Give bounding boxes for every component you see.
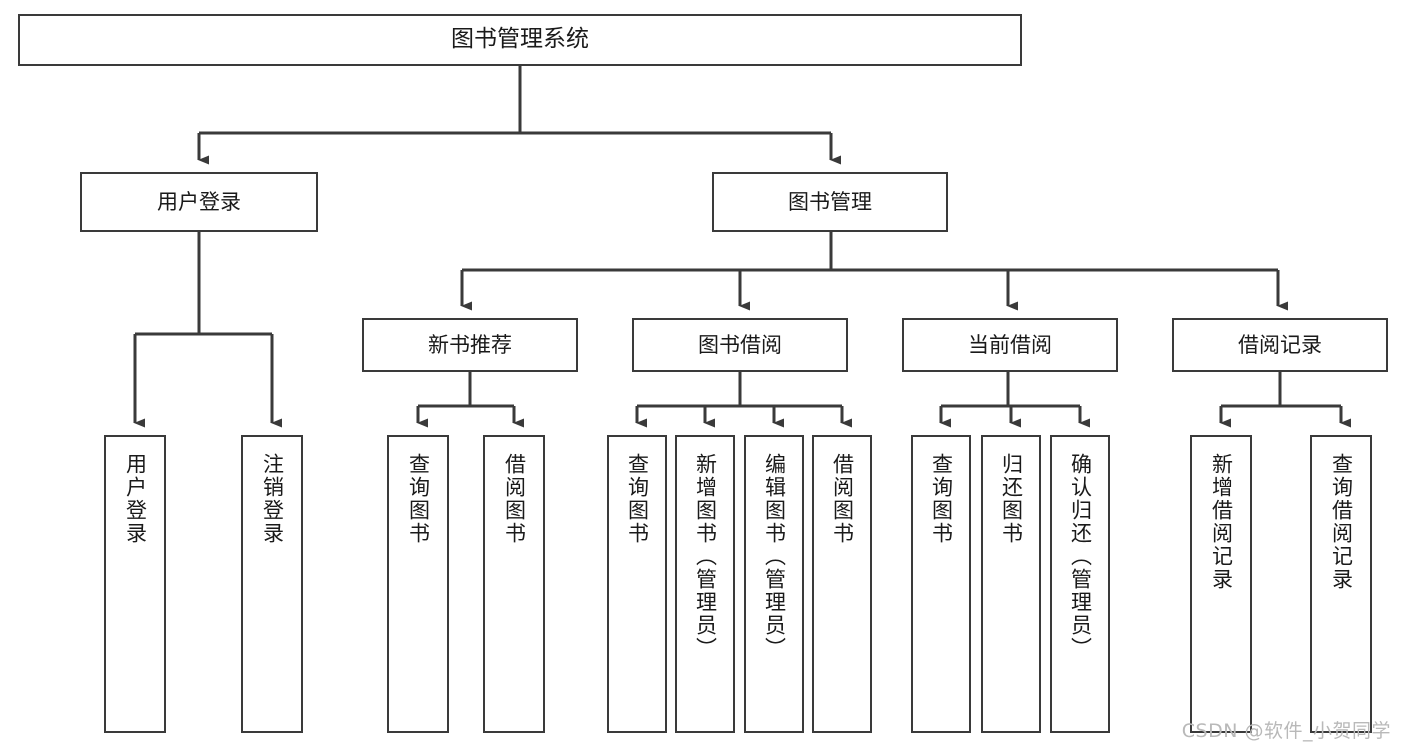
node-label: 查询图书 <box>406 453 431 545</box>
leaf-user-login[interactable]: 用户登录 <box>104 435 166 733</box>
node-label: 用户登录 <box>157 189 241 214</box>
node-label: 编辑图书（管理员） <box>762 453 787 660</box>
node-label: 确认归还（管理员） <box>1068 453 1093 660</box>
node-label: 查询借阅记录 <box>1329 453 1354 591</box>
node-label: 查询图书 <box>625 453 650 545</box>
node-book-borrow[interactable]: 图书借阅 <box>632 318 848 372</box>
node-label: 图书管理系统 <box>451 26 589 53</box>
node-new-book-recommend[interactable]: 新书推荐 <box>362 318 578 372</box>
node-label: 借阅图书 <box>830 453 855 545</box>
leaf-current-query-book[interactable]: 查询图书 <box>911 435 971 733</box>
leaf-new-book-query[interactable]: 查询图书 <box>387 435 449 733</box>
node-user-login[interactable]: 用户登录 <box>80 172 318 232</box>
node-label: 归还图书 <box>999 453 1024 545</box>
node-label: 当前借阅 <box>968 332 1052 357</box>
node-label: 用户登录 <box>123 453 148 545</box>
node-label: 图书管理 <box>788 189 872 214</box>
node-book-management[interactable]: 图书管理 <box>712 172 948 232</box>
node-label: 图书借阅 <box>698 332 782 357</box>
node-root-system[interactable]: 图书管理系统 <box>18 14 1022 66</box>
leaf-record-add[interactable]: 新增借阅记录 <box>1190 435 1252 733</box>
leaf-user-logout[interactable]: 注销登录 <box>241 435 303 733</box>
leaf-new-book-borrow[interactable]: 借阅图书 <box>483 435 545 733</box>
node-label: 新书推荐 <box>428 332 512 357</box>
node-label: 借阅图书 <box>502 453 527 545</box>
node-label: 注销登录 <box>260 453 285 545</box>
leaf-current-return-book[interactable]: 归还图书 <box>981 435 1041 733</box>
leaf-current-confirm-return-admin[interactable]: 确认归还（管理员） <box>1050 435 1110 733</box>
node-current-borrow[interactable]: 当前借阅 <box>902 318 1118 372</box>
node-label: 新增借阅记录 <box>1209 453 1234 591</box>
leaf-record-query[interactable]: 查询借阅记录 <box>1310 435 1372 733</box>
node-borrow-record[interactable]: 借阅记录 <box>1172 318 1388 372</box>
leaf-borrow-query-book[interactable]: 查询图书 <box>607 435 667 733</box>
node-label: 新增图书（管理员） <box>693 453 718 660</box>
node-label: 查询图书 <box>929 453 954 545</box>
leaf-borrow-edit-book-admin[interactable]: 编辑图书（管理员） <box>744 435 804 733</box>
leaf-borrow-lend-book[interactable]: 借阅图书 <box>812 435 872 733</box>
leaf-borrow-add-book-admin[interactable]: 新增图书（管理员） <box>675 435 735 733</box>
node-label: 借阅记录 <box>1238 332 1322 357</box>
